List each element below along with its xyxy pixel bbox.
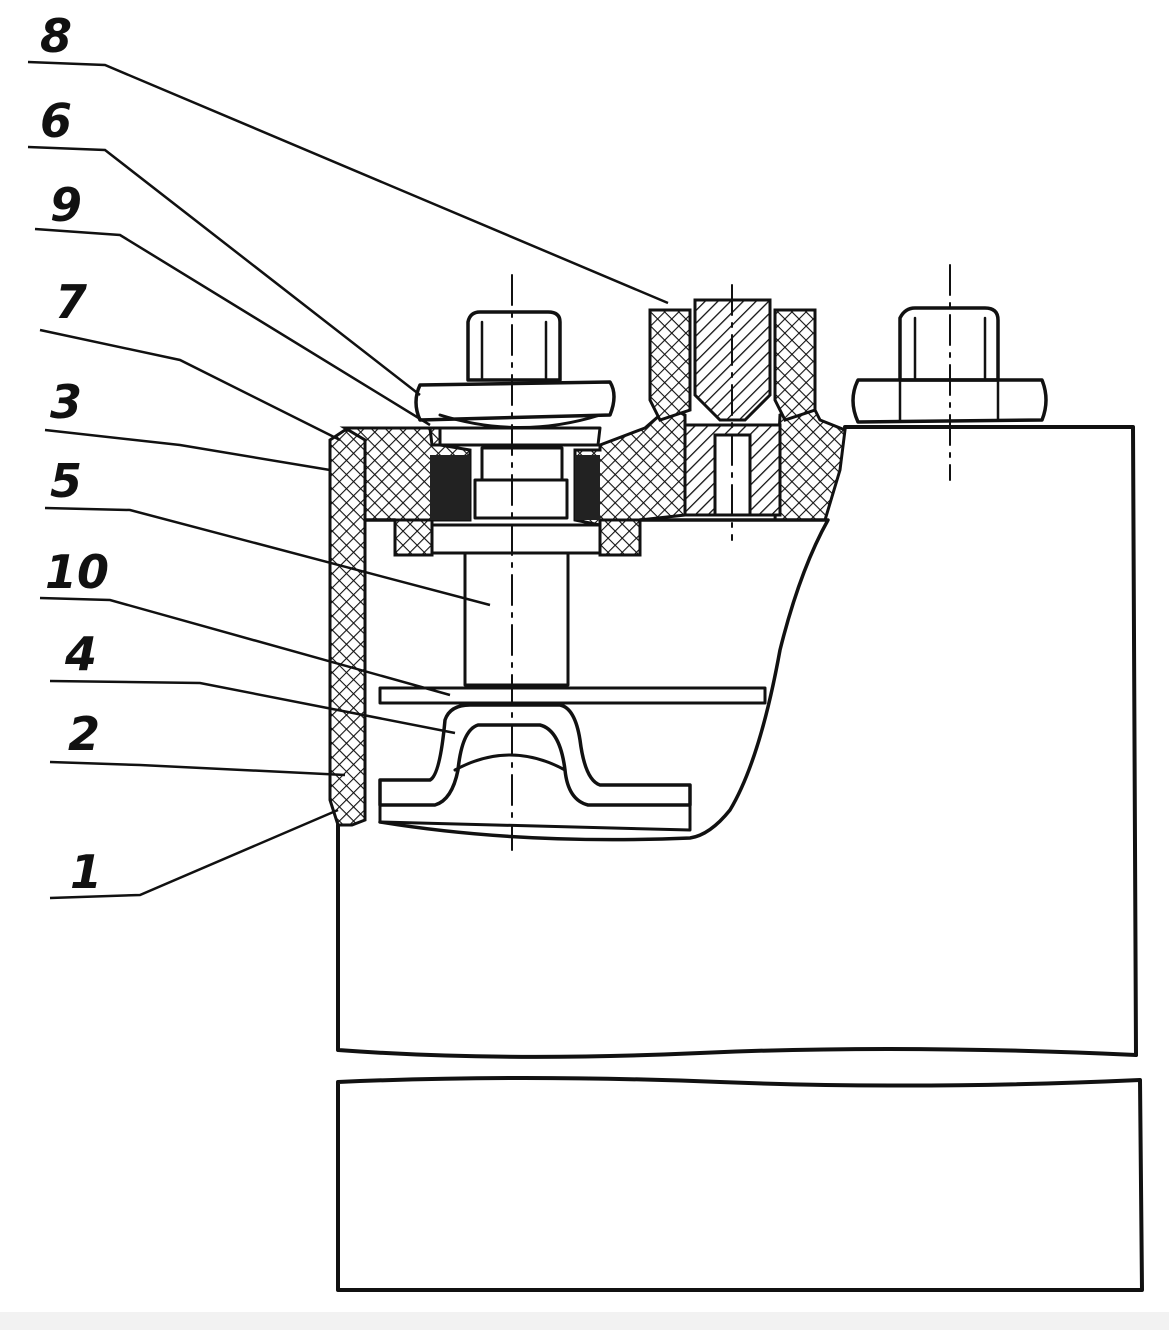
cover-section [328, 397, 847, 827]
callout-2: 2 [68, 707, 100, 761]
leader-8 [27, 60, 669, 305]
callout-10: 10 [45, 545, 109, 599]
leader-5 [44, 506, 491, 607]
leader-lines [27, 60, 669, 900]
terminal-bolt-left [414, 274, 616, 851]
terminal-bolt-right [851, 264, 1048, 481]
lower-block [336, 1076, 1144, 1292]
leader-3 [44, 428, 331, 472]
vent-plug [648, 284, 817, 541]
scan-bottom-edge [0, 1312, 1169, 1330]
leader-6 [27, 145, 421, 396]
leader-2 [49, 760, 346, 777]
leader-4 [49, 679, 456, 735]
leader-7 [39, 328, 341, 442]
leader-9 [34, 227, 431, 427]
callout-labels: 8 6 9 7 3 5 10 4 2 1 [40, 9, 109, 899]
callout-4: 4 [64, 627, 97, 681]
callout-5: 5 [50, 454, 82, 508]
callout-3: 3 [50, 375, 82, 429]
callout-6: 6 [40, 94, 72, 148]
leader-1 [49, 808, 339, 900]
leader-10 [39, 596, 451, 697]
callout-7: 7 [55, 275, 87, 329]
cell-cavity [363, 518, 830, 842]
battery-housing [336, 425, 1138, 1059]
callout-8: 8 [40, 9, 72, 63]
callout-9: 9 [50, 178, 82, 232]
callout-1: 1 [70, 845, 102, 899]
